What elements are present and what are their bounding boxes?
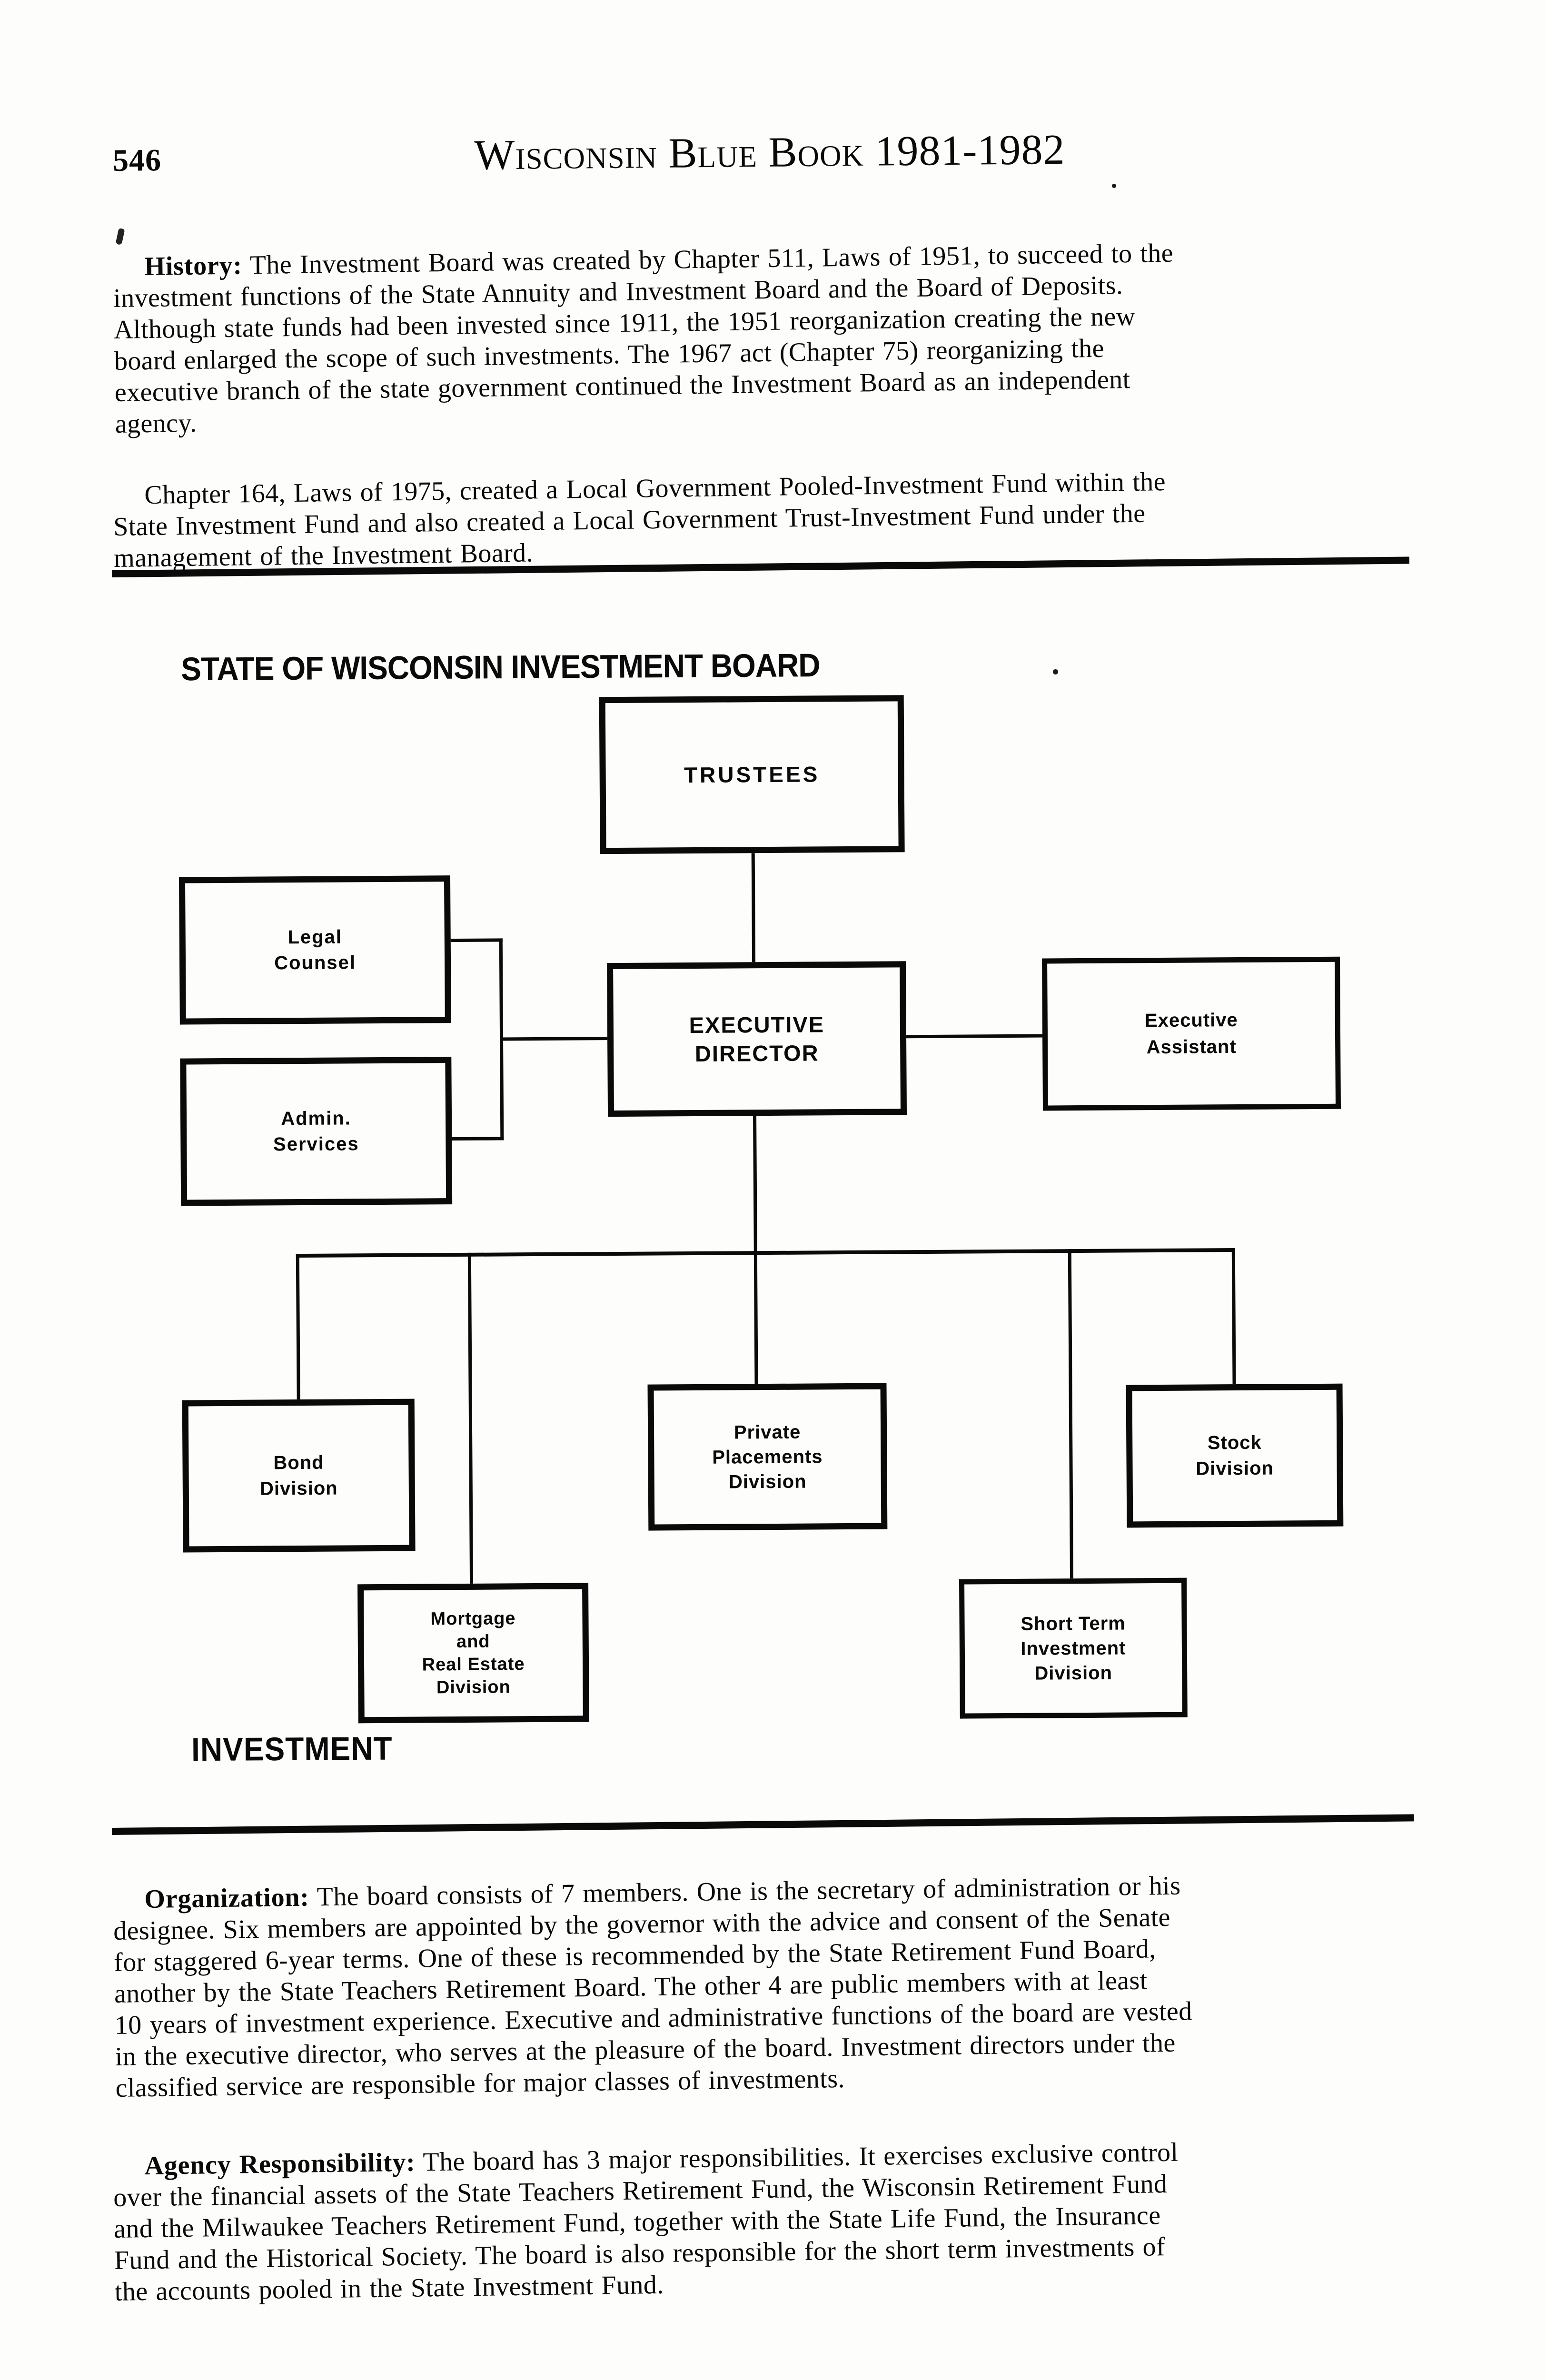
node-admin-services-label: Admin. Services	[273, 1108, 359, 1155]
organization-paragraph: Organization: The board consists of 7 me…	[113, 1867, 1434, 2104]
ink-speck	[1053, 669, 1058, 674]
node-short-term-investment-division: Short Term Investment Division	[959, 1577, 1188, 1719]
node-legal-counsel: Legal Counsel	[178, 875, 451, 1025]
connector-drop-private	[753, 1251, 758, 1388]
connector-bracket-director	[500, 1037, 612, 1041]
node-short-term-investment-label: Short Term Investment Division	[1021, 1612, 1126, 1684]
node-stock-division-label: Stock Division	[1196, 1432, 1274, 1479]
organization-label: Organization:	[144, 1882, 310, 1914]
org-chart-footer-label: INVESTMENT	[191, 1729, 393, 1768]
connector-legal-stub	[447, 938, 503, 942]
agency-responsibility-paragraph: Agency Responsibility: The board has 3 m…	[113, 2133, 1433, 2308]
node-executive-assistant: Executive Assistant	[1042, 956, 1341, 1111]
connector-director-drop	[753, 1114, 757, 1254]
node-trustees: TRUSTEES	[599, 695, 905, 854]
org-chart-title: STATE OF WISCONSIN INVESTMENT BOARD	[181, 646, 820, 688]
connector-trustees-director	[751, 851, 756, 966]
node-admin-services: Admin. Services	[180, 1057, 453, 1206]
agency-responsibility-label: Agency Responsibility:	[144, 2147, 416, 2181]
ink-speck	[1112, 184, 1116, 188]
node-executive-assistant-label: Executive Assistant	[1144, 1010, 1238, 1058]
node-executive-director: EXECUTIVE DIRECTOR	[607, 961, 907, 1117]
node-trustees-label: TRUSTEES	[684, 762, 820, 788]
connector-distribution-line	[296, 1248, 1235, 1258]
node-executive-director-label: EXECUTIVE DIRECTOR	[689, 1011, 825, 1066]
connector-admin-stub	[448, 1137, 504, 1141]
node-mortgage-real-estate-label: Mortgage and Real Estate Division	[422, 1608, 525, 1698]
node-private-placements-division: Private Placements Division	[647, 1383, 888, 1531]
node-mortgage-real-estate-division: Mortgage and Real Estate Division	[357, 1583, 589, 1724]
connector-director-assistant	[902, 1034, 1046, 1039]
connector-drop-stock	[1231, 1248, 1236, 1388]
node-bond-division: Bond Division	[182, 1398, 416, 1553]
connector-drop-bond	[296, 1254, 300, 1403]
node-private-placements-label: Private Placements Division	[712, 1421, 823, 1493]
node-bond-division-label: Bond Division	[259, 1452, 338, 1499]
node-legal-counsel-label: Legal Counsel	[274, 926, 357, 974]
connector-drop-mortgage	[467, 1252, 474, 1587]
connector-drop-short-term	[1068, 1249, 1074, 1582]
node-stock-division: Stock Division	[1126, 1383, 1344, 1528]
